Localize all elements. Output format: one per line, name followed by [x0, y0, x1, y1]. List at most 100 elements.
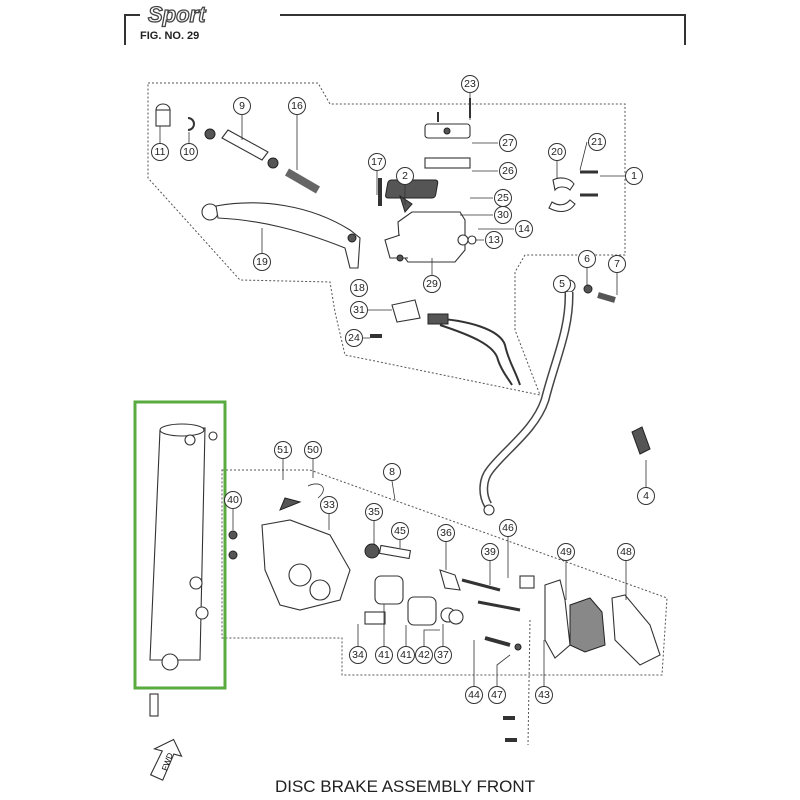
callout-21[interactable]: 21: [588, 133, 606, 151]
callout-9[interactable]: 9: [233, 97, 251, 115]
highlight-box: [133, 400, 227, 690]
callout-42[interactable]: 42: [415, 646, 433, 664]
svg-text:19: 19: [256, 256, 268, 268]
svg-text:20: 20: [551, 146, 563, 158]
callout-19[interactable]: 19: [253, 253, 271, 271]
svg-text:26: 26: [502, 165, 514, 177]
callout-17[interactable]: 17: [368, 153, 386, 171]
svg-text:Sport: Sport: [148, 2, 207, 27]
callout-8[interactable]: 8: [383, 463, 401, 481]
svg-text:21: 21: [591, 136, 603, 148]
callout-33[interactable]: 33: [320, 496, 338, 514]
callout-48[interactable]: 48: [617, 543, 635, 561]
callout-18[interactable]: 18: [350, 279, 368, 297]
svg-text:1: 1: [631, 170, 637, 182]
callout-6[interactable]: 6: [578, 250, 596, 268]
fork-leg: [149, 423, 218, 717]
callout-36[interactable]: 36: [437, 524, 455, 542]
figure-number: FIG. NO. 29: [140, 30, 200, 42]
svg-text:33: 33: [323, 499, 335, 511]
brake-lever: [201, 202, 361, 269]
svg-text:45: 45: [394, 525, 406, 537]
callout-14[interactable]: 14: [515, 220, 533, 238]
svg-text:18: 18: [353, 282, 365, 294]
svg-text:11: 11: [155, 146, 166, 158]
callout-50[interactable]: 50: [304, 441, 322, 459]
callout-2[interactable]: 2: [396, 167, 414, 185]
caliper-group-outline: [221, 469, 668, 676]
svg-text:39: 39: [484, 546, 496, 558]
callout-10[interactable]: 10: [180, 143, 198, 161]
svg-text:42: 42: [418, 649, 430, 661]
callout-35[interactable]: 35: [365, 503, 383, 521]
svg-text:10: 10: [183, 146, 195, 158]
callout-24[interactable]: 24: [345, 329, 363, 347]
svg-text:17: 17: [371, 156, 383, 168]
master-cylinder-body: [352, 98, 521, 386]
callout-1[interactable]: 1: [625, 167, 643, 185]
svg-text:41: 41: [400, 649, 412, 661]
svg-text:41: 41: [378, 649, 390, 661]
diagram-title: DISC BRAKE ASSEMBLY FRONT: [274, 777, 536, 796]
callout-29[interactable]: 29: [423, 275, 441, 293]
svg-text:44: 44: [468, 689, 480, 701]
svg-text:30: 30: [497, 209, 509, 221]
callout-44[interactable]: 44: [465, 686, 483, 704]
svg-text:31: 31: [353, 304, 365, 316]
callout-41a[interactable]: 41: [375, 646, 393, 664]
callout-31[interactable]: 31: [350, 301, 368, 319]
callout-26[interactable]: 26: [499, 162, 517, 180]
svg-text:25: 25: [497, 192, 509, 204]
callout-27[interactable]: 27: [499, 134, 517, 152]
callout-45[interactable]: 45: [391, 522, 409, 540]
svg-text:36: 36: [440, 527, 452, 539]
callout-30[interactable]: 30: [494, 206, 512, 224]
handlebar-clamp: [548, 170, 598, 213]
callout-23[interactable]: 23: [461, 75, 479, 93]
master-cylinder-small-parts: [155, 103, 321, 194]
svg-text:5: 5: [559, 278, 565, 290]
callout-34[interactable]: 34: [349, 646, 367, 664]
svg-text:29: 29: [426, 278, 438, 290]
callout-49[interactable]: 49: [557, 543, 575, 561]
callout-37[interactable]: 37: [434, 646, 452, 664]
svg-text:43: 43: [538, 689, 550, 701]
callout-13[interactable]: 13: [485, 231, 503, 249]
callout-16[interactable]: 16: [288, 97, 306, 115]
svg-text:7: 7: [614, 258, 620, 270]
callout-41b[interactable]: 41: [397, 646, 415, 664]
callout-5[interactable]: 5: [553, 275, 571, 293]
callout-46[interactable]: 46: [499, 519, 517, 537]
callout-43[interactable]: 43: [535, 686, 553, 704]
caliper-parts: [228, 483, 661, 746]
svg-text:51: 51: [277, 444, 289, 456]
svg-text:16: 16: [291, 100, 303, 112]
callout-39[interactable]: 39: [481, 543, 499, 561]
callout-11[interactable]: 11: [151, 143, 169, 161]
svg-text:34: 34: [352, 649, 364, 661]
svg-text:13: 13: [488, 234, 500, 246]
brake-hose: [479, 279, 651, 516]
svg-text:14: 14: [518, 223, 530, 235]
callout-47[interactable]: 47: [488, 686, 506, 704]
svg-text:8: 8: [389, 466, 395, 478]
callout-40[interactable]: 40: [224, 491, 242, 509]
leader-lines: [159, 93, 647, 686]
master-cylinder-group-outline: [147, 82, 626, 396]
callout-4[interactable]: 4: [637, 487, 655, 505]
svg-text:49: 49: [560, 546, 572, 558]
svg-text:40: 40: [227, 494, 239, 506]
svg-text:27: 27: [502, 137, 514, 149]
svg-text:4: 4: [643, 490, 649, 502]
callout-51[interactable]: 51: [274, 441, 292, 459]
fwd-arrow-icon: FWD: [149, 738, 183, 781]
callout-7[interactable]: 7: [608, 255, 626, 273]
sport-logo: Sport: [147, 1, 207, 27]
callout-25[interactable]: 25: [494, 189, 512, 207]
svg-text:37: 37: [437, 649, 449, 661]
svg-text:50: 50: [307, 444, 319, 456]
callout-20[interactable]: 20: [548, 143, 566, 161]
callout-list: 23 27 26 25 30 13 14 20 21 1 17 2 9 16 1…: [151, 75, 655, 704]
svg-text:2: 2: [402, 170, 408, 182]
